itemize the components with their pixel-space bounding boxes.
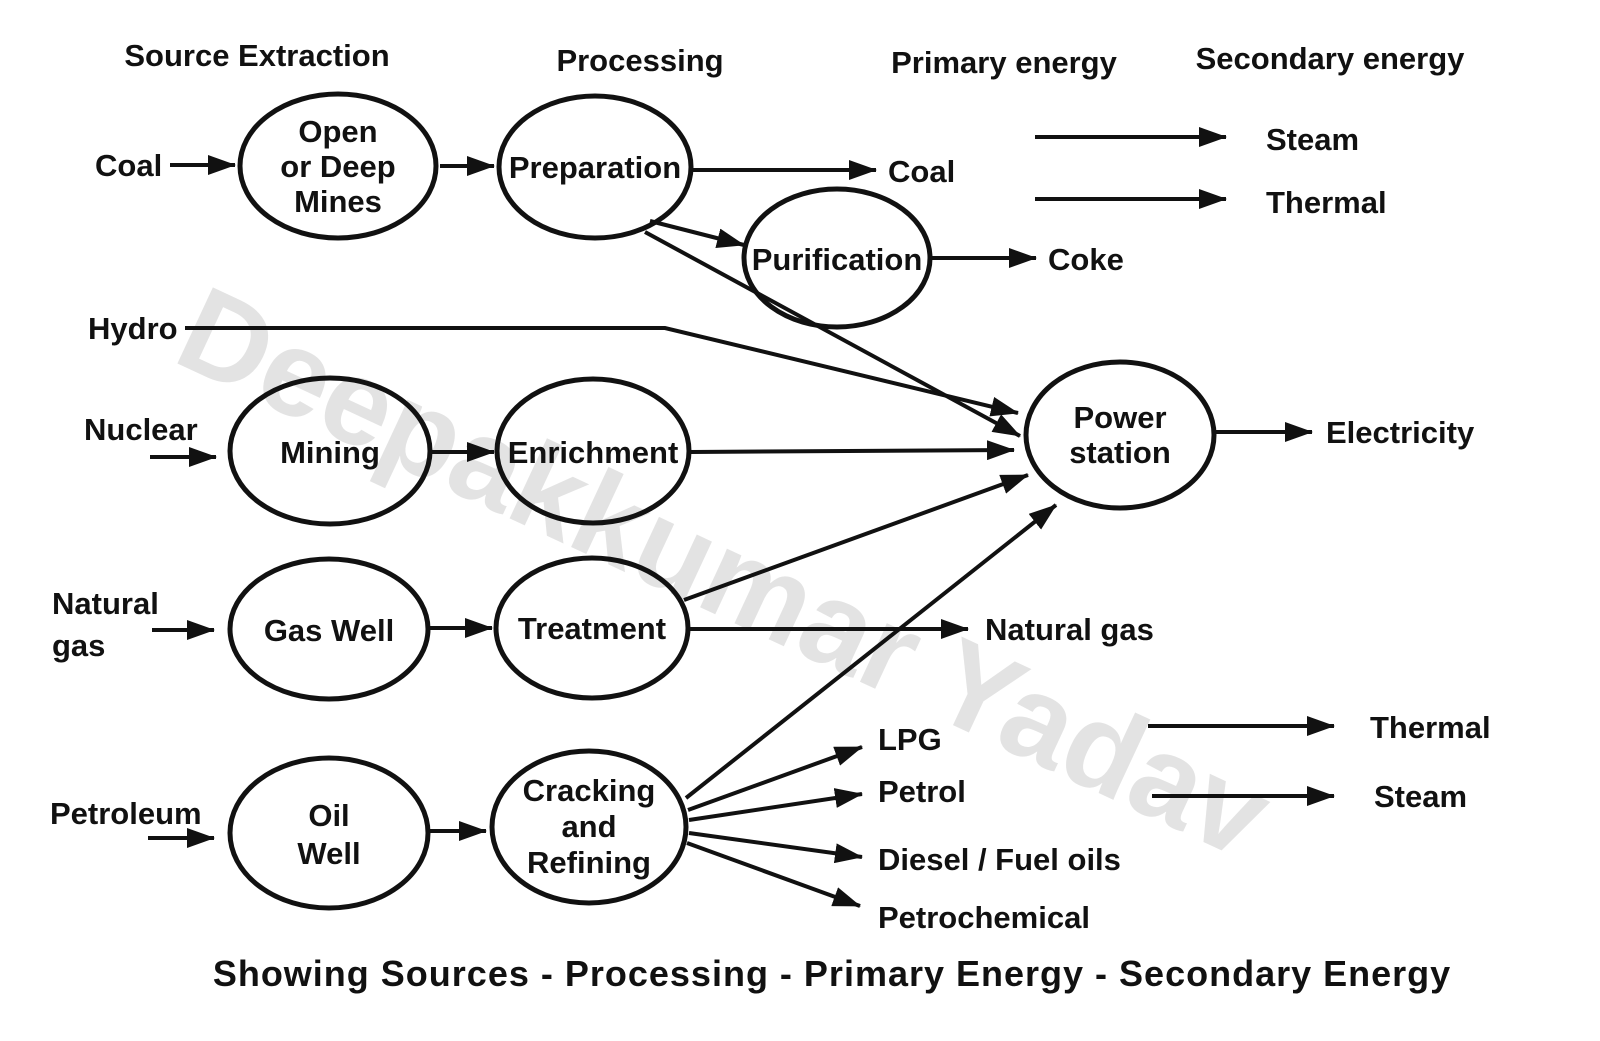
output-label-coke: Coke: [1048, 242, 1124, 277]
node-power-station-label-2: station: [1069, 435, 1171, 470]
header-primary-energy: Primary energy: [891, 45, 1117, 80]
edge-preparation-to-power-station: [644, 230, 1021, 438]
edge-treatment-to-power-station: [683, 473, 1029, 602]
node-purification-ellipse: [741, 186, 933, 330]
node-mines-ellipse: [237, 91, 439, 241]
output-label-petrochemical: Petrochemical: [878, 900, 1090, 935]
node-mines-label-2: or Deep: [280, 149, 395, 184]
source-label-hydro: Hydro: [88, 311, 178, 346]
arrow-preparation-to-purification: [649, 219, 745, 249]
node-power-station-label-1: Power: [1073, 400, 1166, 435]
output-label-steam-top: Steam: [1266, 122, 1359, 157]
edge-hydro-to-power-station: [185, 326, 1019, 417]
header-source-extraction: Source Extraction: [124, 38, 389, 73]
node-preparation-label: Preparation: [509, 150, 681, 185]
arrow-cracking-to-petrol: [688, 788, 863, 822]
output-label-electricity: Electricity: [1326, 415, 1475, 450]
node-treatment-ellipse: [493, 555, 691, 701]
watermark-text: Deepakkumar Yadav: [159, 260, 1290, 884]
output-label-thermal-top: Thermal: [1266, 185, 1387, 220]
output-label-steam-mid: Steam: [1374, 779, 1467, 814]
arrow-cracking-to-lpg: [687, 745, 863, 812]
node-purification-label: Purification: [752, 242, 923, 277]
node-cracking-label-3: Refining: [527, 845, 651, 880]
node-preparation-ellipse: [496, 93, 694, 241]
header-secondary-energy: Secondary energy: [1196, 41, 1466, 76]
node-power-station-ellipse: [1023, 359, 1217, 511]
arrow-cracking-to-petrochemical: [686, 841, 861, 908]
edge-cracking-to-power-station: [684, 503, 1058, 800]
output-label-diesel: Diesel / Fuel oils: [878, 842, 1121, 877]
source-label-coal: Coal: [95, 148, 162, 183]
node-enrichment-ellipse: [494, 376, 692, 526]
node-mining-label: Mining: [280, 435, 380, 470]
node-cracking-label-1: Cracking: [523, 773, 656, 808]
output-label-coal: Coal: [888, 154, 955, 189]
edge-enrichment-to-power-station: [690, 440, 1015, 461]
output-label-lpg: LPG: [878, 722, 942, 757]
node-oilwell-label-2: Well: [297, 836, 360, 871]
node-gaswell-label: Gas Well: [264, 613, 394, 648]
node-oilwell-ellipse: [227, 755, 431, 911]
source-label-natural-gas-1: Natural: [52, 586, 159, 621]
header-processing: Processing: [556, 43, 723, 78]
node-mines-label-1: Open: [298, 114, 377, 149]
output-label-thermal-mid: Thermal: [1370, 710, 1491, 745]
output-label-petrol: Petrol: [878, 774, 966, 809]
node-treatment-label: Treatment: [518, 611, 666, 646]
node-cracking-ellipse: [489, 748, 689, 906]
source-label-natural-gas-2: gas: [52, 628, 105, 663]
diagram-caption: Showing Sources - Processing - Primary E…: [213, 953, 1451, 994]
source-label-nuclear: Nuclear: [84, 412, 198, 447]
arrow-cracking-to-diesel: [688, 831, 863, 864]
node-enrichment-label: Enrichment: [508, 435, 679, 470]
node-oilwell-label-1: Oil: [308, 798, 349, 833]
output-label-natural-gas: Natural gas: [985, 612, 1154, 647]
source-label-petroleum: Petroleum: [50, 796, 202, 831]
node-cracking-label-2: and: [561, 809, 616, 844]
node-mines-label-3: Mines: [294, 184, 382, 219]
node-gaswell-ellipse: [227, 556, 431, 702]
node-mining-ellipse: [227, 375, 433, 527]
